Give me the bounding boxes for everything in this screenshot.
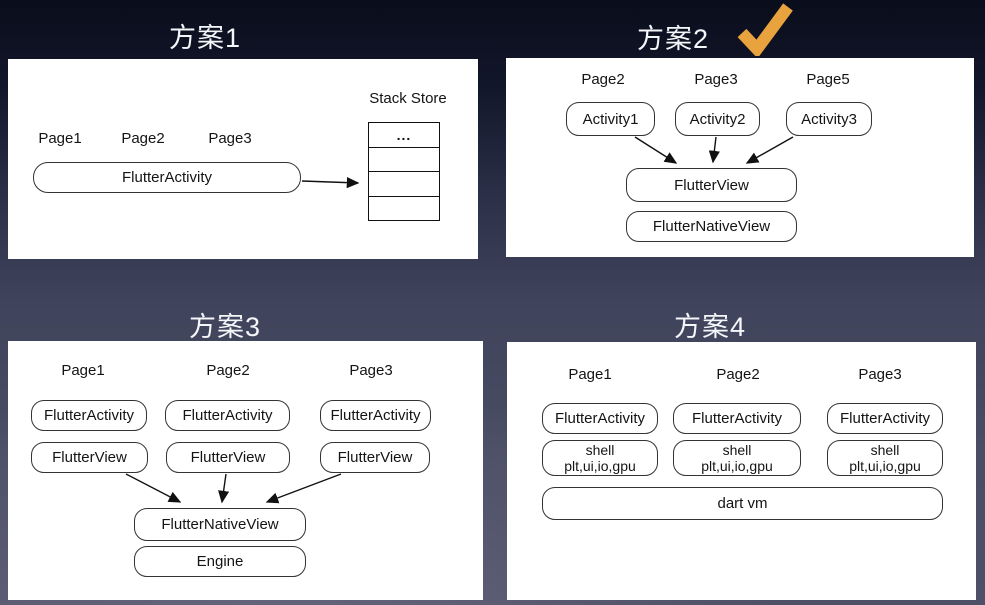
page-label: Page3 xyxy=(694,71,738,88)
flutter-activity-box: FlutterActivity xyxy=(827,403,943,434)
plan4-title: 方案4 xyxy=(673,312,747,342)
shell-box: shell plt,ui,io,gpu xyxy=(542,440,658,476)
flutter-view-box: FlutterView xyxy=(626,168,797,202)
page-label: Page5 xyxy=(806,71,850,88)
activity-box: Activity3 xyxy=(786,102,872,136)
shell-sublabel: plt,ui,io,gpu xyxy=(849,458,921,474)
plan3-title: 方案3 xyxy=(188,312,262,342)
flutter-view-box: FlutterView xyxy=(166,442,290,473)
stack-row xyxy=(369,171,439,196)
stack-store-table: ... xyxy=(368,122,440,221)
page-label: Page2 xyxy=(581,71,625,88)
flutter-view-box: FlutterView xyxy=(31,442,148,473)
page-label: Page2 xyxy=(121,130,165,147)
stack-row xyxy=(369,146,439,172)
shell-label: shell xyxy=(870,442,900,458)
page-label: Page2 xyxy=(716,366,760,383)
shell-label: shell xyxy=(722,442,752,458)
stack-row: ... xyxy=(396,126,412,143)
shell-box: shell plt,ui,io,gpu xyxy=(673,440,801,476)
flutter-activity-box: FlutterActivity xyxy=(31,400,147,431)
plan1-title: 方案1 xyxy=(168,23,242,53)
shell-sublabel: plt,ui,io,gpu xyxy=(564,458,636,474)
page-label: Page3 xyxy=(858,366,902,383)
plan4-panel: Page1 Page2 Page3 FlutterActivity Flutte… xyxy=(507,342,976,600)
page-label: Page3 xyxy=(349,362,393,379)
plan2-panel: Page2 Page3 Page5 Activity1 Activity2 Ac… xyxy=(506,58,974,257)
dart-vm-box: dart vm xyxy=(542,487,943,520)
flutter-activity-box: FlutterActivity xyxy=(673,403,801,434)
page-label: Page2 xyxy=(206,362,250,379)
shell-label: shell xyxy=(585,442,615,458)
plan1-panel: Stack Store ... Page1 Page2 Page3 Flutte… xyxy=(8,59,478,259)
plan3-panel: Page1 Page2 Page3 FlutterActivity Flutte… xyxy=(8,341,483,600)
shell-sublabel: plt,ui,io,gpu xyxy=(701,458,773,474)
stack-row xyxy=(369,195,439,221)
flutter-activity-box: FlutterActivity xyxy=(542,403,658,434)
engine-box: Engine xyxy=(134,546,306,577)
page-label: Page1 xyxy=(61,362,105,379)
flutter-activity-box: FlutterActivity xyxy=(165,400,290,431)
flutter-activity-box: FlutterActivity xyxy=(320,400,431,431)
checkmark-icon xyxy=(737,3,793,56)
activity-box: Activity2 xyxy=(675,102,760,136)
plan2-title: 方案2 xyxy=(636,24,710,54)
page-label: Page1 xyxy=(38,130,82,147)
activity-box: Activity1 xyxy=(566,102,655,136)
flutter-view-box: FlutterView xyxy=(320,442,430,473)
page-label: Page1 xyxy=(568,366,612,383)
flutter-native-view-box: FlutterNativeView xyxy=(626,211,797,242)
flutter-native-view-box: FlutterNativeView xyxy=(134,508,306,541)
page-label: Page3 xyxy=(208,130,252,147)
stack-store-label: Stack Store xyxy=(369,90,447,107)
shell-box: shell plt,ui,io,gpu xyxy=(827,440,943,476)
flutter-activity-box: FlutterActivity xyxy=(33,162,301,193)
